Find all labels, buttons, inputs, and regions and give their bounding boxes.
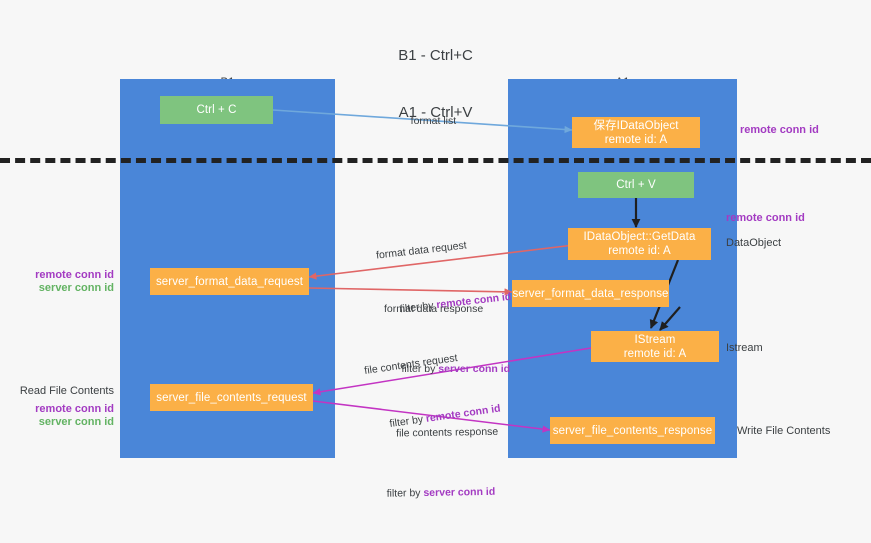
node-server-file-contents-response-label: server_file_contents_response [552, 424, 713, 437]
edge-label-file-contents-response: file contents response filter by server … [367, 397, 500, 543]
side-label-read-file-contents: Read File Contents [19, 385, 114, 397]
node-ctrl-c-label: Ctrl + C [196, 104, 237, 116]
node-ctrl-v[interactable]: Ctrl + V [578, 172, 694, 198]
node-ctrl-v-label: Ctrl + V [616, 179, 656, 191]
side-label-left-remote-conn-id-bot: remote conn id [35, 403, 114, 415]
node-server-format-data-request-label: server_format_data_request [155, 275, 304, 288]
edge-label-file-contents-request-title: file contents request [363, 352, 459, 377]
side-label-left-server-conn-id-mid: server conn id [38, 282, 114, 294]
edge-label-format-data-response: format data response filter by server co… [384, 274, 510, 418]
filter-prefix: filter by [386, 487, 424, 500]
side-label-write-file-contents: Write File Contents [737, 425, 831, 437]
filter-key-server-conn-id: server conn id [438, 363, 511, 375]
node-store-idataobject-line-2: remote id: A [604, 133, 668, 146]
side-label-left-remote-conn-id-mid: remote conn id [35, 269, 114, 281]
node-ctrl-c[interactable]: Ctrl + C [160, 96, 273, 124]
page-title-line-1: B1 - Ctrl+C [398, 47, 473, 64]
node-store-idataobject[interactable]: 保存IDataObject remote id: A [572, 117, 700, 148]
node-istream-line-2: remote id: A [623, 347, 687, 360]
node-idataobject-getdata[interactable]: IDataObject::GetData remote id: A [568, 228, 711, 260]
node-server-format-data-response-label: server_format_data_response [512, 287, 669, 300]
edge-label-format-data-request-title: format data request [375, 239, 468, 262]
edge-label-file-contents-response-filter: filter by server conn id [369, 471, 500, 515]
edge-label-format-data-response-title: format data response [384, 303, 484, 315]
side-label-left-server-conn-id-bot: server conn id [38, 416, 114, 428]
filter-prefix: filter by [401, 363, 439, 375]
node-server-file-contents-request-label: server_file_contents_request [156, 391, 307, 404]
node-istream-line-1: IStream [634, 333, 676, 346]
edge-label-format-data-response-filter: filter by server conn id [384, 348, 511, 390]
node-server-file-contents-response[interactable]: server_file_contents_response [550, 417, 715, 444]
side-label-dataobject: DataObject [726, 237, 782, 249]
node-server-file-contents-request[interactable]: server_file_contents_request [150, 384, 313, 411]
side-label-remote-conn-id-mid: remote conn id [726, 212, 805, 224]
side-label-istream: Istream [726, 342, 763, 354]
node-istream[interactable]: IStream remote id: A [591, 331, 719, 362]
node-server-format-data-response[interactable]: server_format_data_response [512, 280, 669, 307]
filter-key-server-conn-id: server conn id [423, 485, 496, 500]
edge-label-format-list-text: format list [410, 115, 457, 127]
node-server-format-data-request[interactable]: server_format_data_request [150, 268, 309, 295]
phase-divider [0, 158, 871, 163]
node-idataobject-getdata-line-1: IDataObject::GetData [583, 231, 696, 243]
edge-label-file-contents-response-title: file contents response [395, 425, 499, 440]
side-label-remote-conn-id-top: remote conn id [740, 124, 819, 136]
node-idataobject-getdata-line-2: remote id: A [608, 245, 671, 257]
edge-label-format-list: format list [399, 100, 457, 142]
diagram-canvas: B1 - Ctrl+C A1 - Ctrl+V B1 connection A1… [0, 47, 871, 500]
node-store-idataobject-line-1: 保存IDataObject [593, 119, 679, 132]
